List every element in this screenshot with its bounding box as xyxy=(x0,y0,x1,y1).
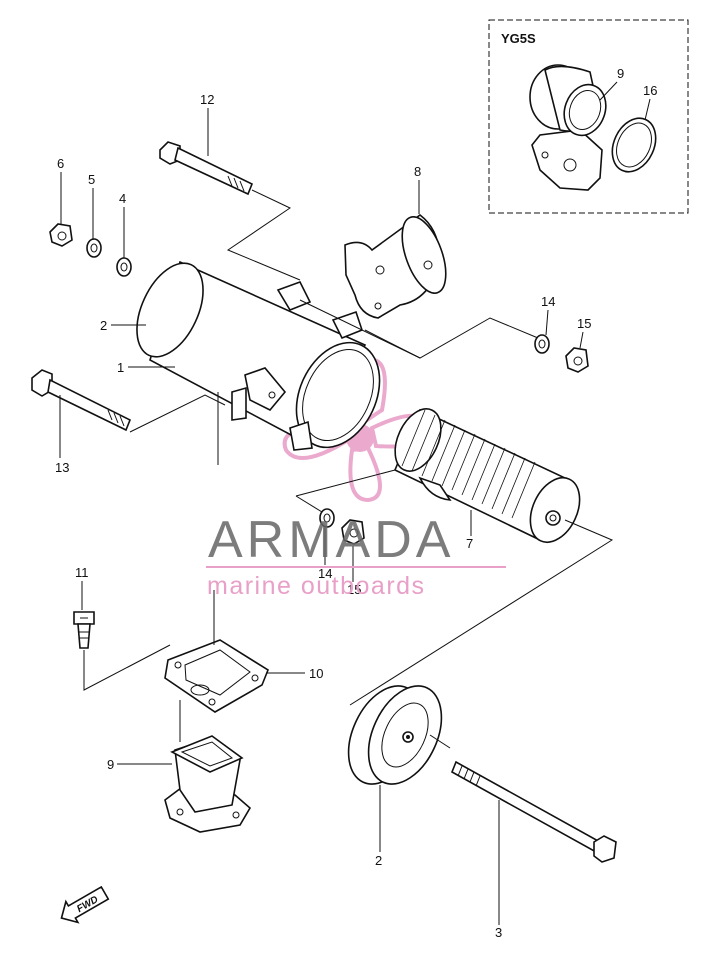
bolt-12-part xyxy=(159,141,254,196)
inset-title: YG5S xyxy=(501,31,536,46)
callout-14-top: 14 xyxy=(541,294,555,309)
callout-9: 9 xyxy=(107,757,114,772)
nut-15-top-part xyxy=(565,347,589,373)
washer-4-part xyxy=(116,257,132,277)
nut-15-mid-part xyxy=(341,519,365,545)
callout-5: 5 xyxy=(88,172,95,187)
callout-15-mid: 15 xyxy=(347,582,361,597)
washer-14-top-part xyxy=(534,334,550,354)
bolt-13-part xyxy=(31,369,132,432)
end-cap-2-part xyxy=(347,685,443,785)
fwd-arrow-icon: FWD xyxy=(60,885,110,924)
callout-4: 4 xyxy=(119,191,126,206)
inset-elbow-part xyxy=(529,64,607,191)
callout-10: 10 xyxy=(309,666,323,681)
watermark-text: ARMADA marine outboards xyxy=(206,511,506,600)
muffler-body-1-part xyxy=(136,260,381,451)
inset-ring-part xyxy=(611,117,657,173)
callout-11: 11 xyxy=(75,565,89,580)
callout-8: 8 xyxy=(414,164,421,179)
callout-6: 6 xyxy=(57,156,64,171)
callout-1: 1 xyxy=(117,360,124,375)
callout-15-top: 15 xyxy=(577,316,591,331)
long-bolt-3-part xyxy=(450,760,617,863)
callout-2-bottom: 2 xyxy=(375,853,382,868)
inset-callout-16: 16 xyxy=(643,83,657,98)
callout-3: 3 xyxy=(495,925,502,940)
inset-yg5s: YG5S 9 16 xyxy=(488,19,689,214)
fwd-label: FWD xyxy=(75,894,100,915)
inset-callout-9: 9 xyxy=(617,66,624,81)
washer-14-mid-part xyxy=(319,508,335,528)
silencer-7-part xyxy=(393,408,581,543)
watermark-tagline: marine outboards xyxy=(207,572,426,600)
watermark-brand: ARMADA xyxy=(208,511,454,569)
callout-13: 13 xyxy=(55,460,69,475)
callout-12: 12 xyxy=(200,92,214,107)
nut-6-part xyxy=(49,223,73,247)
callout-14-mid: 14 xyxy=(318,566,332,581)
washer-5-part xyxy=(86,238,102,258)
callout-7: 7 xyxy=(466,536,473,551)
elbow-9-part xyxy=(164,735,252,833)
screw-11-part xyxy=(73,611,95,649)
elbow-8-part xyxy=(344,214,447,319)
gasket-10-part xyxy=(164,639,269,713)
callout-2-top: 2 xyxy=(100,318,107,333)
